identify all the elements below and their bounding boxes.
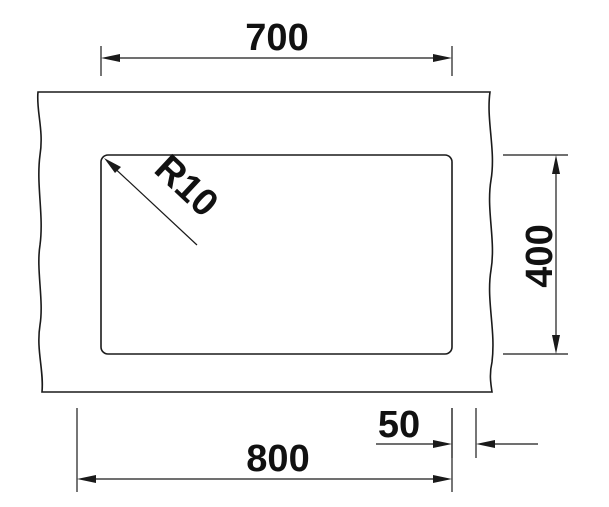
arrow-radius (104, 158, 121, 173)
dimension-label-400: 400 (519, 224, 561, 287)
dimension-offset: 50 (376, 404, 538, 458)
outer-outline (36, 91, 494, 393)
dimension-label-50: 50 (378, 404, 420, 446)
arrow-top-right (433, 54, 452, 62)
inner-bowl-outline (100, 154, 453, 355)
arrow-offset-right (476, 440, 495, 448)
dimension-label-800: 800 (246, 438, 309, 480)
arrow-top-left (101, 54, 120, 62)
arrow-right-top (552, 155, 560, 174)
dimension-label-700: 700 (245, 17, 308, 59)
radius-leader-line (107, 161, 198, 246)
dimension-right: 400 (503, 154, 568, 355)
dimension-radius: R10 (104, 147, 226, 246)
dimension-top: 700 (100, 17, 453, 76)
arrow-right-bottom (552, 335, 560, 354)
arrow-offset-left (433, 440, 452, 448)
dimension-bottom: 800 (76, 408, 453, 492)
dimension-label-r10: R10 (146, 147, 226, 225)
arrow-bottom-left (77, 475, 96, 483)
arrow-bottom-right (433, 475, 452, 483)
